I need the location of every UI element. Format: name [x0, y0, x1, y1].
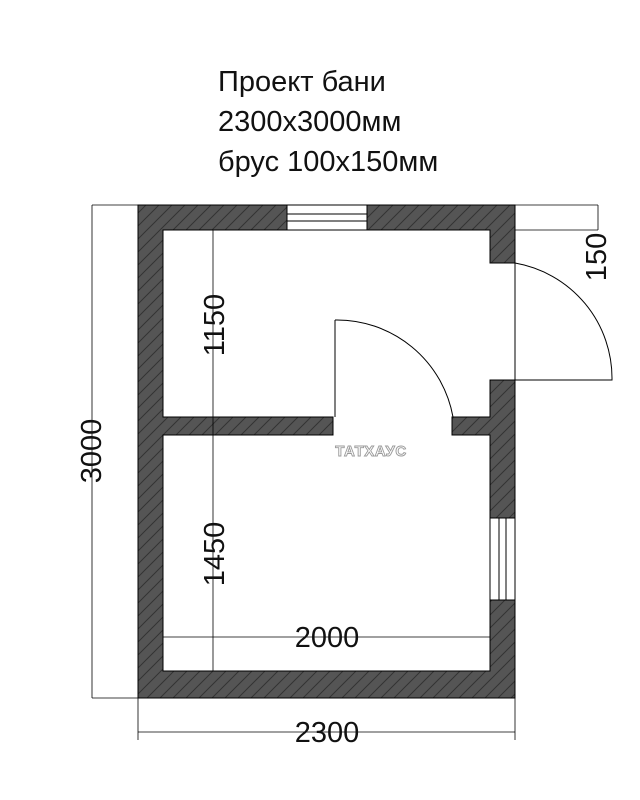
dim-total-width: 2300: [295, 717, 360, 749]
title-line-material: брус 100x150мм: [218, 146, 439, 178]
top-window: [286, 204, 368, 231]
watermark: ТАТХАУС: [335, 443, 406, 460]
title-line-name: Проект бани: [218, 66, 386, 98]
dim-wall-thickness: 150: [581, 233, 613, 281]
right-window: [489, 517, 516, 601]
dim-upper-room: 1150: [199, 294, 231, 356]
entrance-door: [490, 262, 613, 381]
right-wall-middle: [451, 379, 516, 519]
title-line-size: 2300x3000мм: [218, 106, 402, 138]
outer-walls: [137, 204, 516, 699]
interior-door: [334, 319, 454, 418]
plan-title: Проект бани 2300x3000мм брус 100x150мм: [218, 62, 438, 182]
dim-total-height: 3000: [76, 419, 108, 484]
dimension-lines: [91, 204, 599, 740]
dim-inner-width: 2000: [295, 622, 360, 654]
top-wall-right: [366, 204, 516, 264]
dim-lower-room: 1450: [199, 522, 231, 587]
